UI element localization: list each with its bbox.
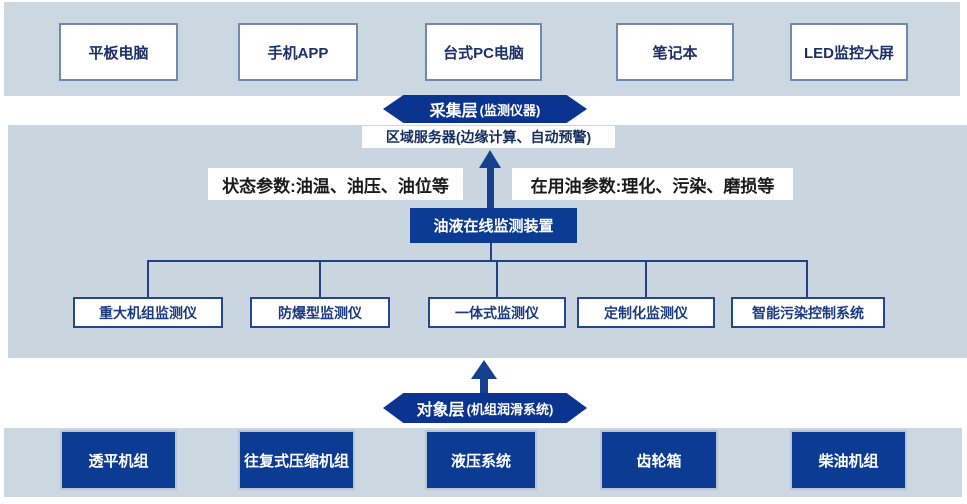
equipment-box-turbine-unit: 透平机组 (60, 430, 177, 490)
collection-layer-subtitle: (监测仪器) (479, 102, 541, 118)
oil-monitor-device-box: 油液在线监测装置 (410, 208, 577, 243)
monitor-label: 智能污染控制系统 (752, 304, 864, 321)
equipment-box-hydraulic-system: 液压系统 (425, 430, 537, 490)
up-arrow-icon (479, 150, 501, 168)
device-label: 手机APP (267, 44, 329, 62)
oil-params-label: 在用油参数:理化、污染、磨损等 (512, 168, 793, 200)
equipment-box-reciprocating-compressor: 往复式压缩机组 (238, 430, 355, 490)
device-box-laptop: 笔记本 (616, 23, 734, 81)
connector-drop-4 (645, 260, 647, 297)
monitor-box-pollution-control: 智能污染控制系统 (731, 297, 885, 328)
up-arrow-shaft (480, 378, 488, 393)
oil-params-text: 在用油参数:理化、污染、磨损等 (530, 176, 775, 196)
device-box-mobile-app: 手机APP (238, 23, 358, 81)
equipment-box-gearbox: 齿轮箱 (600, 430, 718, 490)
collection-layer-pill: 采集层(监测仪器) (383, 95, 587, 123)
oil-monitor-device-label: 油液在线监测装置 (433, 218, 554, 235)
equipment-label: 透平机组 (88, 452, 149, 470)
regional-server-label: 区域服务器(边缘计算、自动预警) (385, 129, 592, 145)
monitor-box-customized: 定制化监测仪 (577, 297, 715, 328)
equipment-label: 液压系统 (450, 452, 511, 470)
equipment-label: 齿轮箱 (636, 452, 682, 470)
equipment-box-diesel-unit: 柴油机组 (790, 430, 907, 490)
status-params-text: 状态参数:油温、油压、油位等 (222, 176, 449, 196)
monitor-label: 重大机组监测仪 (99, 304, 197, 321)
device-label: 台式PC电脑 (443, 44, 524, 62)
connector-drop-3 (496, 260, 498, 297)
connector-drop-5 (806, 260, 808, 297)
connector-drop-1 (147, 260, 149, 297)
up-arrow-shaft (487, 167, 494, 209)
device-box-led-screen: LED监控大屏 (790, 23, 908, 81)
equipment-label: 往复式压缩机组 (243, 452, 349, 470)
connector-drop-2 (319, 260, 321, 297)
monitor-box-major-unit: 重大机组监测仪 (73, 297, 223, 328)
monitor-box-integrated: 一体式监测仪 (428, 297, 566, 328)
device-box-tablet: 平板电脑 (59, 23, 178, 81)
monitor-label: 一体式监测仪 (455, 304, 539, 321)
monitor-label: 防爆型监测仪 (278, 304, 362, 321)
equipment-label: 柴油机组 (818, 452, 879, 470)
up-arrow-icon (471, 360, 497, 379)
regional-server-box: 区域服务器(边缘计算、自动预警) (362, 126, 615, 148)
device-label: 笔记本 (652, 44, 698, 62)
connector-stem (490, 243, 492, 262)
collection-layer-title: 采集层 (429, 103, 478, 120)
device-label: 平板电脑 (88, 44, 149, 62)
monitor-label: 定制化监测仪 (604, 304, 688, 321)
connector-horizontal (148, 260, 808, 262)
object-layer-subtitle: (机组润滑系统) (466, 401, 554, 417)
device-label: LED监控大屏 (803, 44, 894, 62)
status-params-label: 状态参数:油温、油压、油位等 (208, 168, 463, 200)
device-box-desktop-pc: 台式PC电脑 (425, 23, 542, 81)
object-layer-title: 对象层 (416, 402, 465, 419)
object-layer-pill: 对象层(机组润滑系统) (383, 393, 587, 423)
monitor-box-explosion-proof: 防爆型监测仪 (250, 297, 390, 328)
